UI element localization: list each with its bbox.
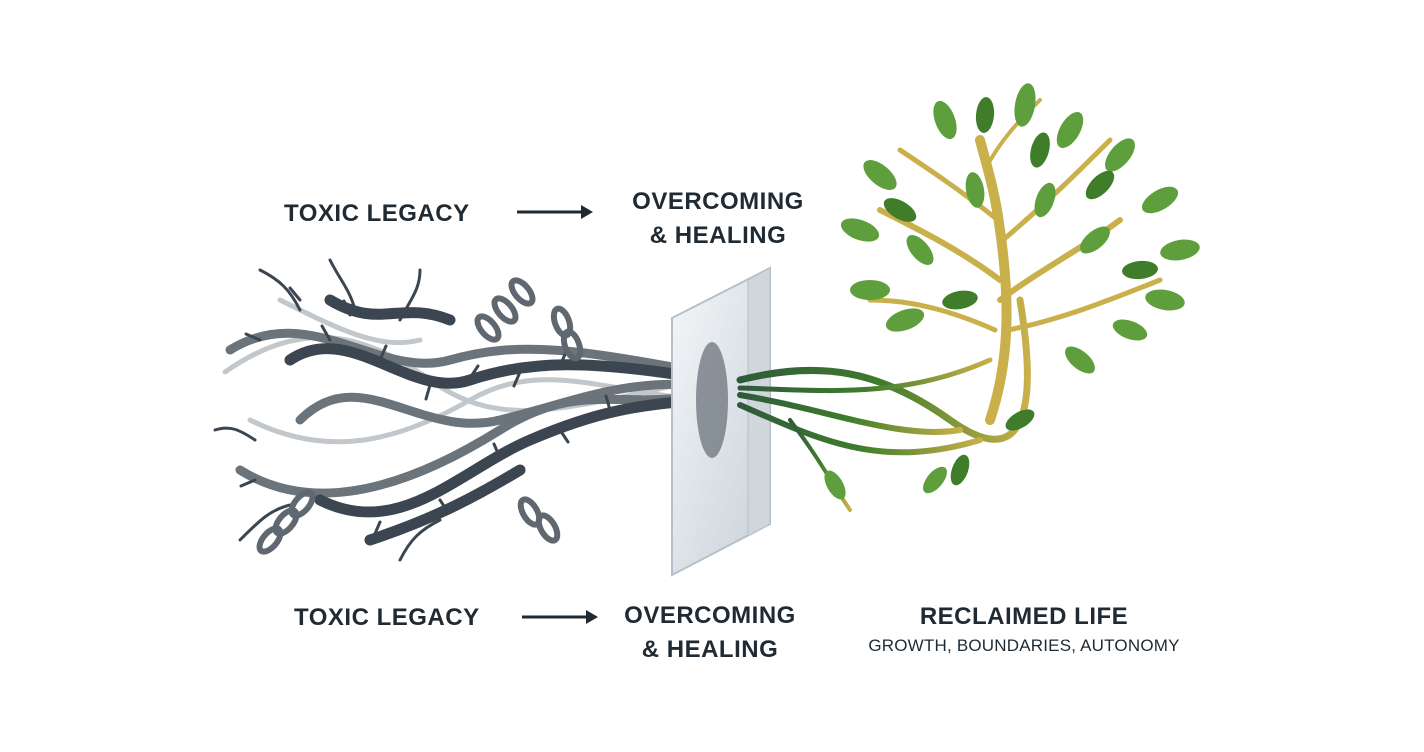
broken-chain-icon <box>474 277 584 362</box>
leaves-icon <box>824 83 1200 500</box>
top-right-label: OVERCOMING & HEALING <box>608 185 828 253</box>
tree-icon <box>867 98 1163 425</box>
bottom-middle-label: OVERCOMING & HEALING <box>600 599 820 667</box>
top-right-label-line2: & HEALING <box>649 222 787 249</box>
bottom-arrow-icon <box>522 610 598 624</box>
bottom-middle-label-line1: OVERCOMING <box>624 602 796 629</box>
top-left-label: TOXIC LEGACY <box>284 200 470 227</box>
top-arrow-icon <box>517 205 593 219</box>
reclaimed-life-block: RECLAIMED LIFE GROWTH, BOUNDARIES, AUTON… <box>836 600 1212 656</box>
reclaimed-life-subtitle: GROWTH, BOUNDARIES, AUTONOMY <box>868 636 1180 655</box>
glass-barrier-icon <box>671 266 771 577</box>
broken-chain-bottom-icon <box>256 489 561 555</box>
bottom-left-label: TOXIC LEGACY <box>294 604 480 631</box>
reclaimed-life-title: RECLAIMED LIFE <box>919 603 1129 630</box>
bottom-middle-label-line2: & HEALING <box>641 636 779 663</box>
thorn-vines-icon <box>213 258 706 562</box>
top-right-label-line1: OVERCOMING <box>632 188 804 215</box>
roots-icon <box>736 296 1031 512</box>
